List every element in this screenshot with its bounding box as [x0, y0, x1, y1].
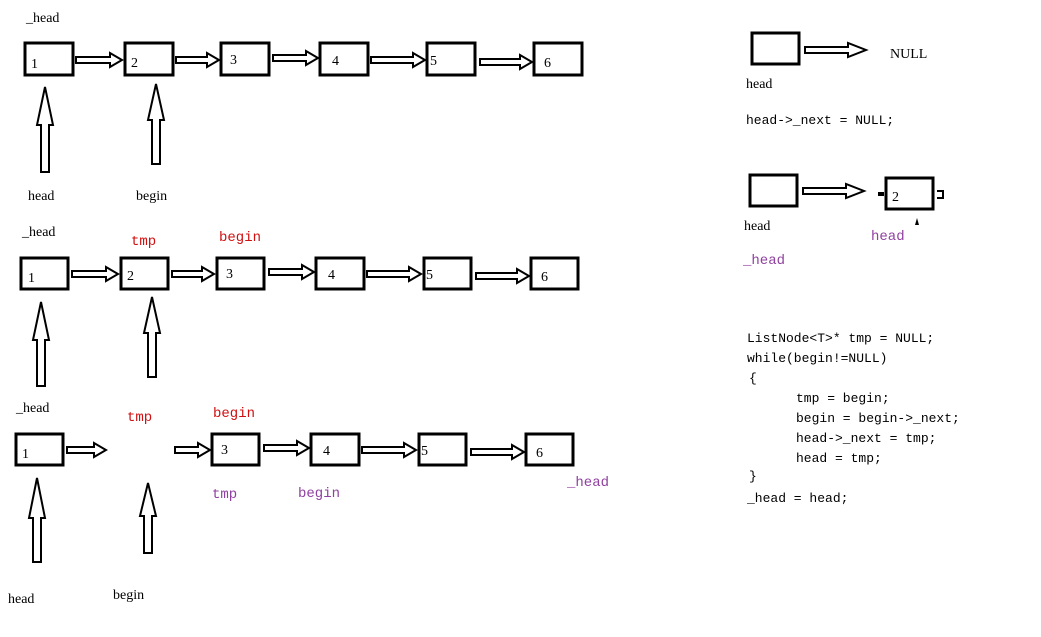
- code-line-3: {: [749, 371, 757, 386]
- row3-begin-pointer-label: begin: [113, 588, 144, 603]
- head-to-null-arrow: [804, 41, 869, 59]
- row1-node-value-6: 6: [544, 56, 551, 71]
- row1-link-arrow-2: [175, 51, 221, 69]
- purple-underscore-head-label: _head: [742, 253, 785, 269]
- row3-node-box-6: [524, 432, 575, 467]
- row2-head-label: _head: [21, 225, 55, 240]
- row3-node-box-5: [417, 432, 468, 467]
- row1-node-value-3: 3: [230, 53, 237, 68]
- row3-head-pointer-arrow: [27, 477, 47, 563]
- row3-head-pointer-label: head: [8, 592, 34, 607]
- row1-begin-pointer-arrow: [146, 83, 166, 165]
- row3-node-value-4: 4: [323, 444, 330, 459]
- row3-tmp-label: tmp: [127, 410, 152, 426]
- node2-box: [884, 176, 935, 211]
- row2-link-arrow-5: [475, 267, 531, 285]
- row2-node-value-2: 2: [127, 269, 134, 284]
- row2-node-box-3: [215, 256, 266, 291]
- row1-head-pointer-arrow: [35, 86, 55, 173]
- row1-node-value-2: 2: [131, 56, 138, 71]
- row1-node-box-5: [425, 41, 477, 77]
- row3: _head tmp begin 1 3 4 5 6 tmp begin _hea…: [8, 401, 609, 607]
- row2-link-arrow-2: [171, 265, 216, 283]
- row1-head-pointer-label: head: [28, 189, 54, 204]
- row1-link-arrow-4: [370, 51, 427, 69]
- row1-link-arrow-1: [75, 51, 124, 69]
- node2-pointer-tick: [915, 218, 919, 225]
- row3-node-box-1: [14, 432, 65, 467]
- code-line-2: while(begin!=NULL): [747, 351, 887, 366]
- code-line-5: begin = begin->_next;: [796, 411, 960, 426]
- row1-node-box-2: [123, 41, 175, 77]
- row1-node-value-4: 4: [332, 54, 339, 69]
- row2-tmp-label: tmp: [131, 234, 156, 250]
- node2-left-nub: [878, 192, 884, 196]
- row3-tail-head-label: _head: [566, 475, 609, 491]
- row1: _head 1 2 3 4 5 6 head begin: [23, 11, 584, 204]
- row1-begin-pointer-label: begin: [136, 189, 167, 204]
- row2-node-box-1: [19, 256, 70, 291]
- head-to-node2-arrow: [802, 182, 867, 200]
- head-node-box-2: [748, 173, 799, 208]
- row2: _head tmp begin 1 2 3 4 5 6: [19, 225, 580, 387]
- row1-node-box-6: [532, 41, 584, 77]
- row1-link-arrow-5: [479, 53, 534, 71]
- row2-node-value-1: 1: [28, 271, 35, 286]
- row3-link-arrow-5: [470, 443, 526, 461]
- row2-link-arrow-3: [268, 263, 316, 281]
- node2-right-nub: [937, 190, 944, 199]
- row2-link-arrow-1: [71, 265, 120, 283]
- row1-node-value-1: 1: [31, 57, 38, 72]
- row3-link-arrow-2: [174, 441, 212, 459]
- row3-tmp-under-label: tmp: [212, 487, 237, 503]
- row2-node-box-6: [529, 256, 580, 291]
- row2-link-arrow-4: [366, 265, 423, 283]
- row3-link-arrow-3: [263, 439, 311, 457]
- row3-link-arrow-4: [361, 441, 418, 459]
- code-line-6: head->_next = tmp;: [796, 431, 936, 446]
- node2-value: 2: [892, 190, 899, 205]
- head-label-2: head: [744, 219, 770, 234]
- row1-link-arrow-3: [272, 49, 320, 67]
- row3-node-value-5: 5: [421, 444, 428, 459]
- row3-node-box-3: [210, 432, 261, 467]
- row2-node-value-6: 6: [541, 270, 548, 285]
- row3-begin-under-label: begin: [298, 486, 340, 502]
- row1-node-box-3: [219, 41, 271, 77]
- row2-node-value-4: 4: [328, 268, 335, 283]
- head-label-1: head: [746, 77, 772, 92]
- code-line-7: head = tmp;: [796, 451, 882, 466]
- right-panel: NULL head head->_next = NULL; 2 head hea…: [742, 31, 960, 506]
- row3-node-box-4: [309, 432, 361, 467]
- row3-node-value-6: 6: [536, 446, 543, 461]
- assign-null-code: head->_next = NULL;: [746, 113, 894, 128]
- row3-begin-pointer-arrow: [138, 482, 158, 554]
- row3-link-arrow-1: [66, 441, 108, 459]
- code-line-4: tmp = begin;: [796, 391, 890, 406]
- code-line-8: }: [749, 469, 757, 484]
- row2-node-value-5: 5: [426, 268, 433, 283]
- row1-node-box-1: [23, 41, 75, 77]
- row2-node-box-2: [119, 256, 170, 291]
- row2-node-value-3: 3: [226, 267, 233, 282]
- row3-head-label: _head: [15, 401, 49, 416]
- row2-begin-label: begin: [219, 230, 261, 246]
- purple-head-label: head: [871, 229, 905, 245]
- row2-node-box-4: [314, 256, 366, 291]
- row1-node-box-4: [318, 41, 370, 77]
- null-label: NULL: [890, 47, 927, 62]
- code-line-9: _head = head;: [746, 491, 848, 506]
- row3-node-value-1: 1: [22, 447, 29, 462]
- row1-node-value-5: 5: [430, 54, 437, 69]
- row2-tmp-pointer-arrow: [142, 296, 162, 378]
- row3-node-value-3: 3: [221, 443, 228, 458]
- row2-node-box-5: [422, 256, 473, 291]
- head-node-box-1: [750, 31, 801, 66]
- code-line-1: ListNode<T>* tmp = NULL;: [747, 331, 934, 346]
- row1-head-label: _head: [25, 11, 59, 26]
- row3-begin-label: begin: [213, 406, 255, 422]
- row2-head-pointer-arrow: [31, 301, 51, 387]
